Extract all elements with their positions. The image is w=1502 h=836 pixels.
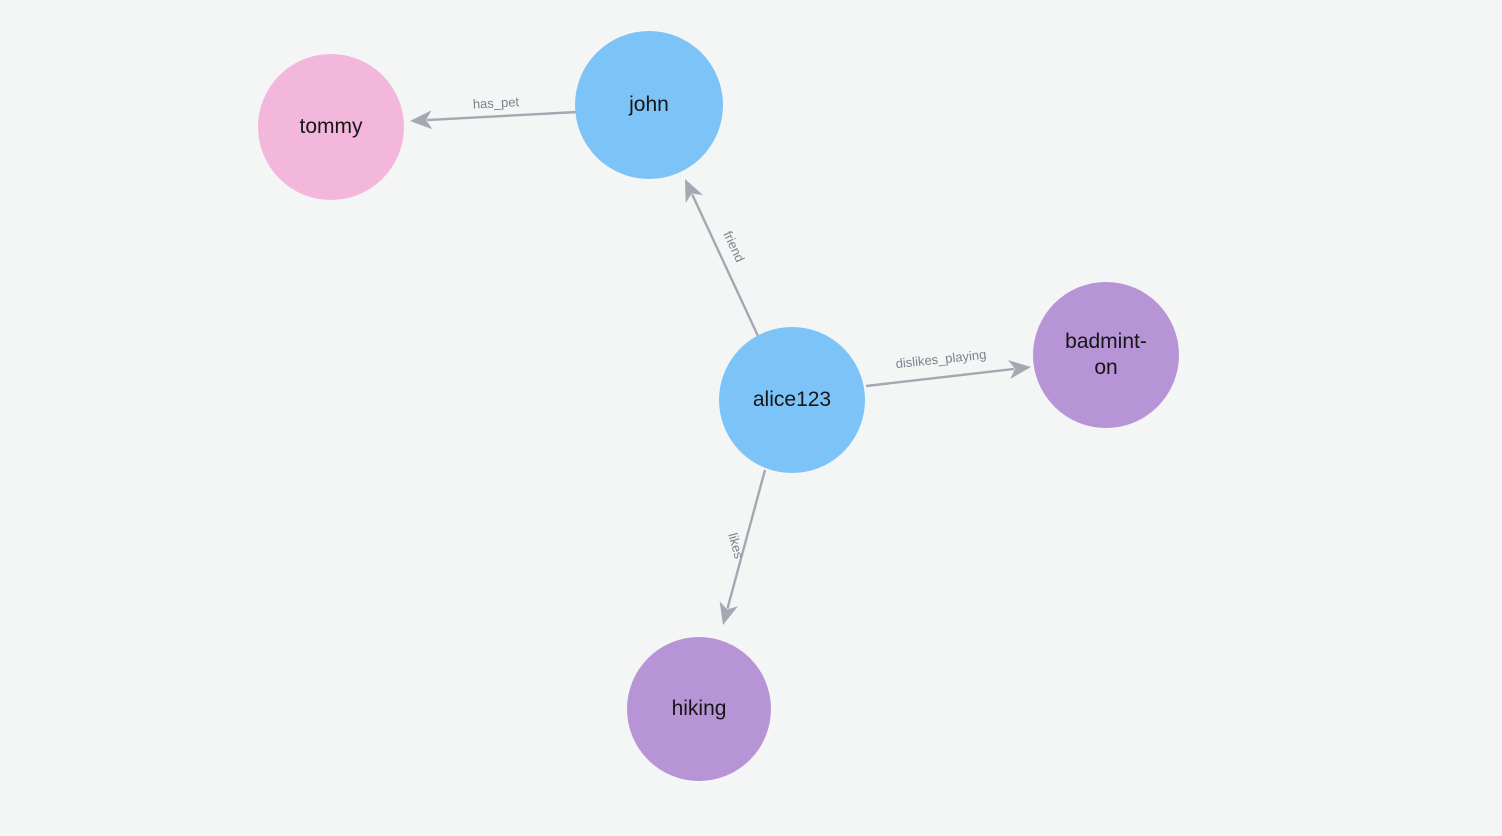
graph-edge-line xyxy=(865,367,1015,388)
graph-edge-line xyxy=(691,193,760,337)
graph-edge-arrowhead xyxy=(410,110,433,130)
graph-node-circle[interactable] xyxy=(719,327,865,473)
graph-node-circle[interactable] xyxy=(627,637,771,781)
graph-edge-arrowhead xyxy=(719,601,738,625)
graph-node-circle[interactable] xyxy=(575,31,723,179)
graph-edge-line xyxy=(726,469,767,609)
graph-edge-arrowhead xyxy=(685,179,703,203)
graph-edge-arrowhead xyxy=(1008,360,1031,379)
graph-node-circle[interactable] xyxy=(258,54,404,200)
graph-node[interactable]: badmint-on xyxy=(1033,282,1179,428)
graph-node[interactable]: hiking xyxy=(627,637,771,781)
graph-edge-line xyxy=(426,110,578,122)
graph-node[interactable]: john xyxy=(575,31,723,179)
graph-node[interactable]: alice123 xyxy=(719,327,865,473)
graph-node[interactable]: tommy xyxy=(258,54,404,200)
graph-node-circle[interactable] xyxy=(1033,282,1179,428)
